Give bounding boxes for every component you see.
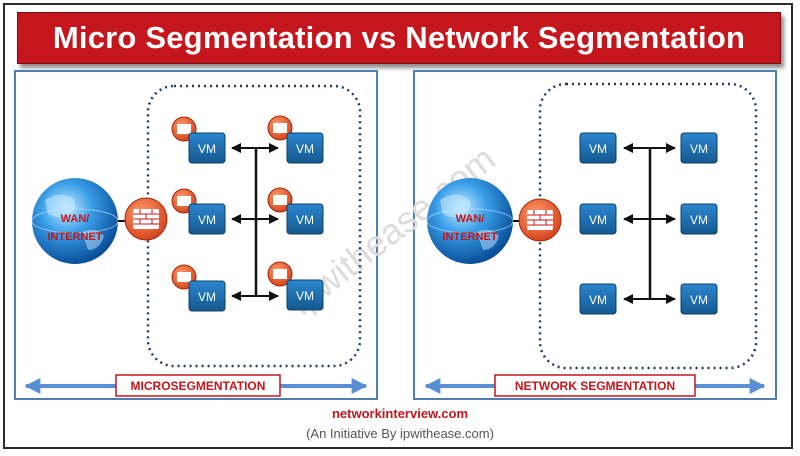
vm-connectors [231,143,279,301]
vm-row: VM [680,203,718,235]
vm-box [680,132,718,164]
vm-row: VM [579,283,617,315]
vm-label: VM [198,213,216,227]
vm-label: VM [589,213,607,227]
vm-row: VM [171,188,226,235]
footer-initiative: (An Initiative By ipwithease.com) [306,426,494,441]
internet-label: INTERNET [48,231,103,243]
vm-box [286,203,324,235]
globe-icon [426,178,514,264]
vm-label: VM [690,213,708,227]
label-box [115,374,281,397]
vm-label: VM [296,289,314,303]
firewall-icon [518,198,562,242]
page-title: Micro Segmentation vs Network Segmentati… [17,12,781,64]
vm-label: VM [690,142,708,156]
vm-zone-right [538,82,758,370]
vm-row: VM [267,187,324,235]
vm-row: VM [267,115,324,164]
label-box [494,374,696,397]
wan-label: WAN/ [456,213,485,225]
vm-row: VM [267,261,324,311]
vm-row: VM [680,283,718,315]
vm-connectors [623,143,676,304]
vm-box [188,280,226,312]
network-segmentation-label: NETWORK SEGMENTATION [515,379,675,393]
vm-box [680,203,718,235]
vm-label: VM [589,142,607,156]
vm-box [286,132,324,164]
vm-label: VM [296,142,314,156]
vm-box [680,283,718,315]
vm-box [579,203,617,235]
microsegmentation-label: MICROSEGMENTATION [131,379,266,393]
vm-box [579,283,617,315]
vm-label: VM [198,142,216,156]
vm-label: VM [589,293,607,307]
vm-label: VM [296,213,314,227]
footer-site: networkinterview.com [331,406,469,421]
vm-row: VM [171,116,226,164]
vm-box [286,279,324,311]
vm-label: VM [198,290,216,304]
vm-box [188,132,226,164]
vm-zone-left [146,84,362,368]
firewall-icon [124,197,168,241]
globe-icon [31,178,119,264]
vm-box [579,132,617,164]
vm-label: VM [690,293,708,307]
vm-row: VM [579,132,617,164]
vm-box [188,203,226,235]
vm-row: VM [171,264,226,312]
internet-label: INTERNET [443,231,498,243]
vm-row: VM [680,132,718,164]
wan-label: WAN/ [61,213,90,225]
vm-row: VM [579,203,617,235]
